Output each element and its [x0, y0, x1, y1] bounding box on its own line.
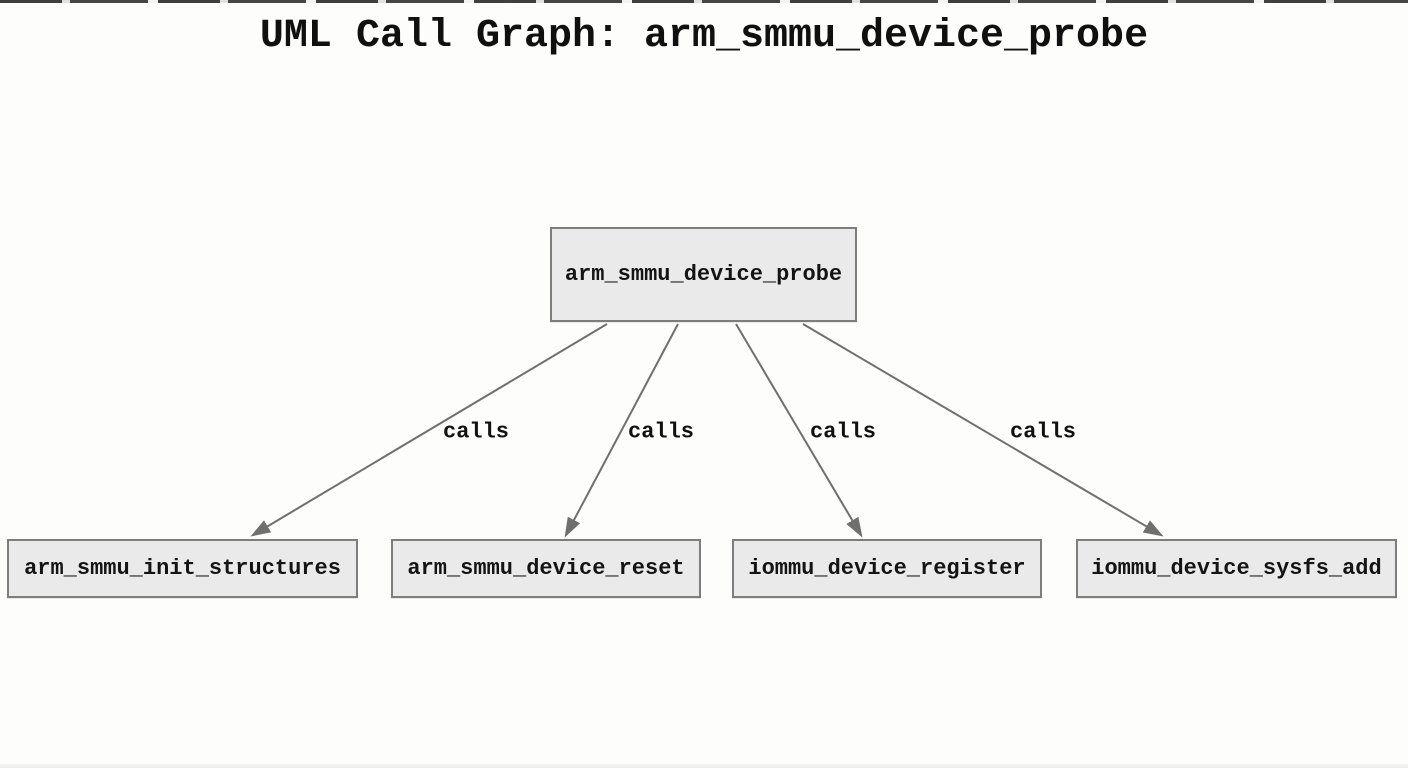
edge-label-calls-0: calls: [442, 419, 510, 445]
node-label: arm_smmu_init_structures: [24, 556, 341, 581]
node-label: iommu_device_sysfs_add: [1091, 556, 1382, 581]
node-iommu-device-sysfs-add: iommu_device_sysfs_add: [1076, 539, 1397, 598]
node-label: arm_smmu_device_probe: [564, 262, 843, 287]
node-label: arm_smmu_device_reset: [407, 556, 685, 581]
edge-line-calls-1: [564, 323, 679, 538]
edge-label-calls-3: calls: [1009, 419, 1077, 445]
diagram-title: UML Call Graph: arm_smmu_device_probe: [259, 14, 1149, 59]
edge-line-calls-2: [735, 323, 863, 538]
node-arm-smmu-init-structures: arm_smmu_init_structures: [7, 539, 358, 598]
node-iommu-device-register: iommu_device_register: [732, 539, 1042, 598]
node-arm-smmu-device-reset: arm_smmu_device_reset: [391, 539, 701, 598]
node-label: iommu_device_register: [748, 556, 1026, 581]
edge-line-calls-0: [250, 323, 608, 537]
edge-label-calls-1: calls: [627, 419, 695, 445]
edge-line-calls-3: [802, 323, 1164, 537]
edge-label-calls-2: calls: [809, 419, 877, 445]
scan-artifact-top: [0, 0, 1408, 3]
node-arm-smmu-device-probe: arm_smmu_device_probe: [550, 227, 857, 322]
scan-artifact-bottom: [0, 764, 1408, 768]
